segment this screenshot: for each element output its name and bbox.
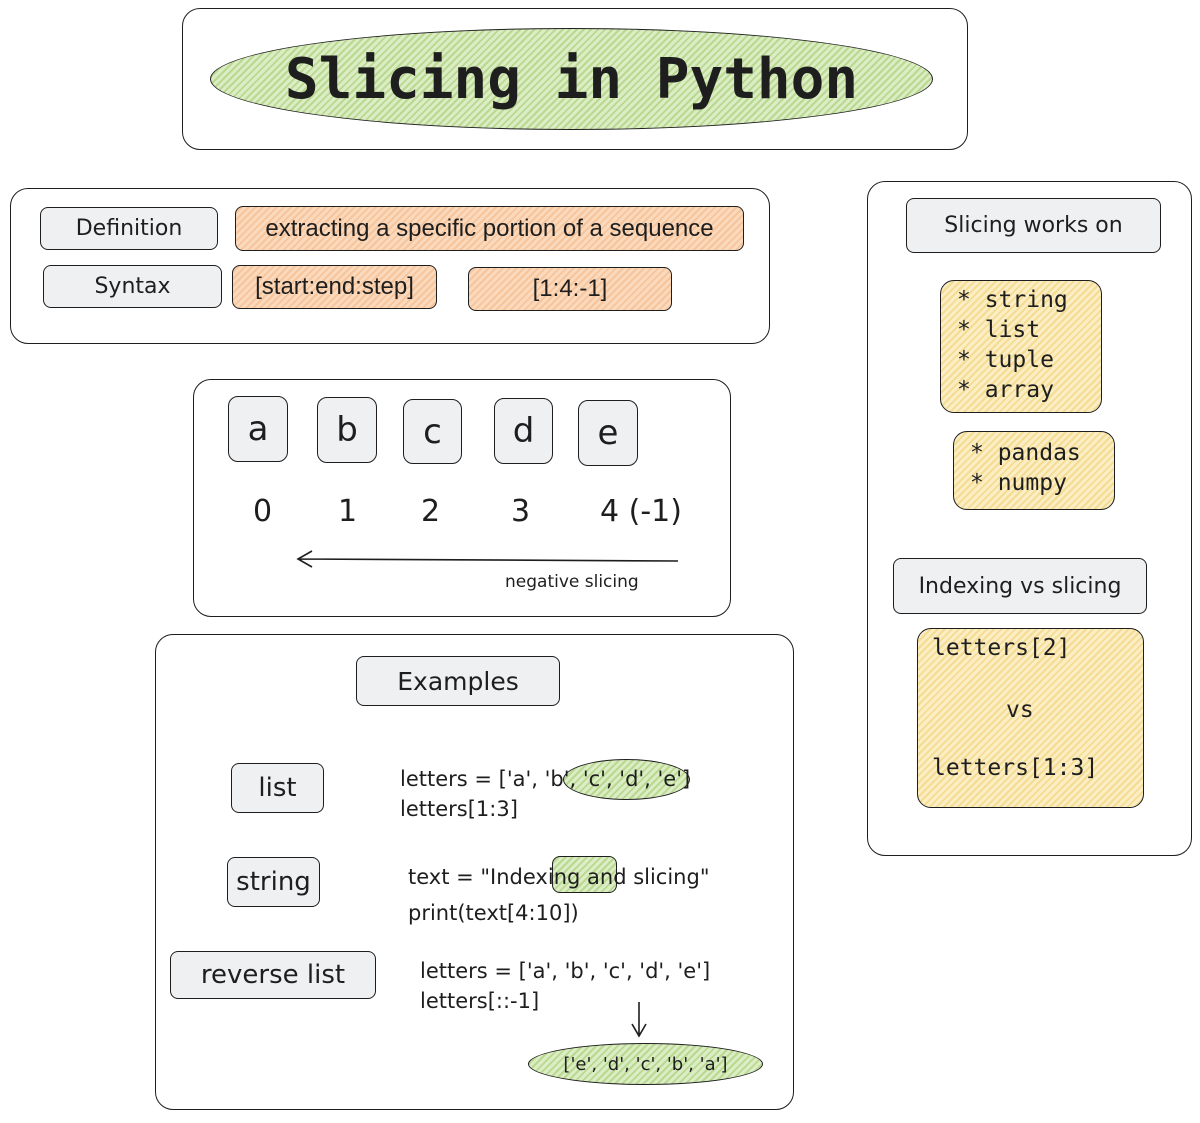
string-slice-highlight bbox=[552, 856, 617, 893]
type-string: * string bbox=[957, 287, 1068, 313]
indexing-example: letters[2] bbox=[932, 635, 1071, 661]
slicing-example: letters[1:3] bbox=[932, 755, 1099, 781]
definition-text: extracting a specific portion of a seque… bbox=[235, 206, 744, 251]
list-slice-highlight bbox=[563, 759, 690, 800]
reverse-code-line-1: letters = ['a', 'b', 'c', 'd', 'e'] bbox=[420, 959, 711, 983]
lib-numpy: * numpy bbox=[970, 470, 1067, 496]
index-4: 4 (-1) bbox=[600, 494, 682, 529]
letter-box-a: a bbox=[228, 396, 288, 462]
list-label: list bbox=[231, 763, 324, 813]
down-arrow-icon bbox=[631, 1002, 647, 1038]
negative-slicing-label: negative slicing bbox=[505, 572, 639, 592]
list-code-line-2: letters[1:3] bbox=[400, 797, 518, 821]
index-1: 1 bbox=[338, 494, 358, 529]
syntax-label: Syntax bbox=[43, 265, 222, 308]
libraries-box: * pandas * numpy bbox=[953, 431, 1115, 510]
string-code-line-2: print(text[4:10]) bbox=[408, 901, 579, 925]
reverse-code-line-2: letters[::-1] bbox=[420, 989, 540, 1013]
letter-box-d: d bbox=[494, 398, 553, 464]
lib-pandas: * pandas bbox=[970, 440, 1081, 466]
letter-box-b: b bbox=[317, 397, 377, 463]
left-arrow-icon bbox=[296, 550, 679, 568]
string-code-line-1: text = "Indexing and slicing" bbox=[408, 865, 710, 889]
page-title: Slicing in Python bbox=[284, 47, 859, 112]
letter-box-c: c bbox=[403, 399, 462, 464]
string-code: text = "Indexing and slicing" print(text[… bbox=[408, 859, 710, 931]
reverse-code: letters = ['a', 'b', 'c', 'd', 'e'] lette… bbox=[420, 956, 710, 1016]
list-code-line-1: letters = ['a', 'b', 'c', 'd', 'e'] bbox=[400, 767, 691, 791]
indexing-vs-slicing-box: letters[2] vs letters[1:3] bbox=[917, 628, 1144, 808]
builtin-types-box: * string * list * tuple * array bbox=[940, 280, 1102, 413]
index-2: 2 bbox=[421, 494, 441, 529]
definition-label: Definition bbox=[40, 207, 218, 250]
syntax-example: [1:4:-1] bbox=[468, 267, 672, 311]
reverse-result: ['e', 'd', 'c', 'b', 'a'] bbox=[528, 1043, 763, 1085]
indexing-vs-slicing-title: Indexing vs slicing bbox=[893, 558, 1147, 614]
type-tuple: * tuple bbox=[957, 347, 1054, 373]
type-array: * array bbox=[957, 377, 1054, 403]
works-on-title: Slicing works on bbox=[906, 198, 1161, 253]
syntax-text: [start:end:step] bbox=[232, 265, 437, 309]
letter-box-e: e bbox=[578, 400, 638, 466]
type-list: * list bbox=[957, 317, 1041, 343]
title-ellipse bbox=[210, 28, 933, 130]
reverse-list-label: reverse list bbox=[170, 951, 376, 999]
index-0: 0 bbox=[253, 494, 273, 529]
string-label: string bbox=[227, 857, 320, 907]
examples-title: Examples bbox=[356, 656, 560, 706]
vs-label: vs bbox=[1006, 697, 1034, 723]
list-code: letters = ['a', 'b', 'c', 'd', 'e'] lette… bbox=[400, 764, 690, 824]
index-3: 3 bbox=[511, 494, 531, 529]
